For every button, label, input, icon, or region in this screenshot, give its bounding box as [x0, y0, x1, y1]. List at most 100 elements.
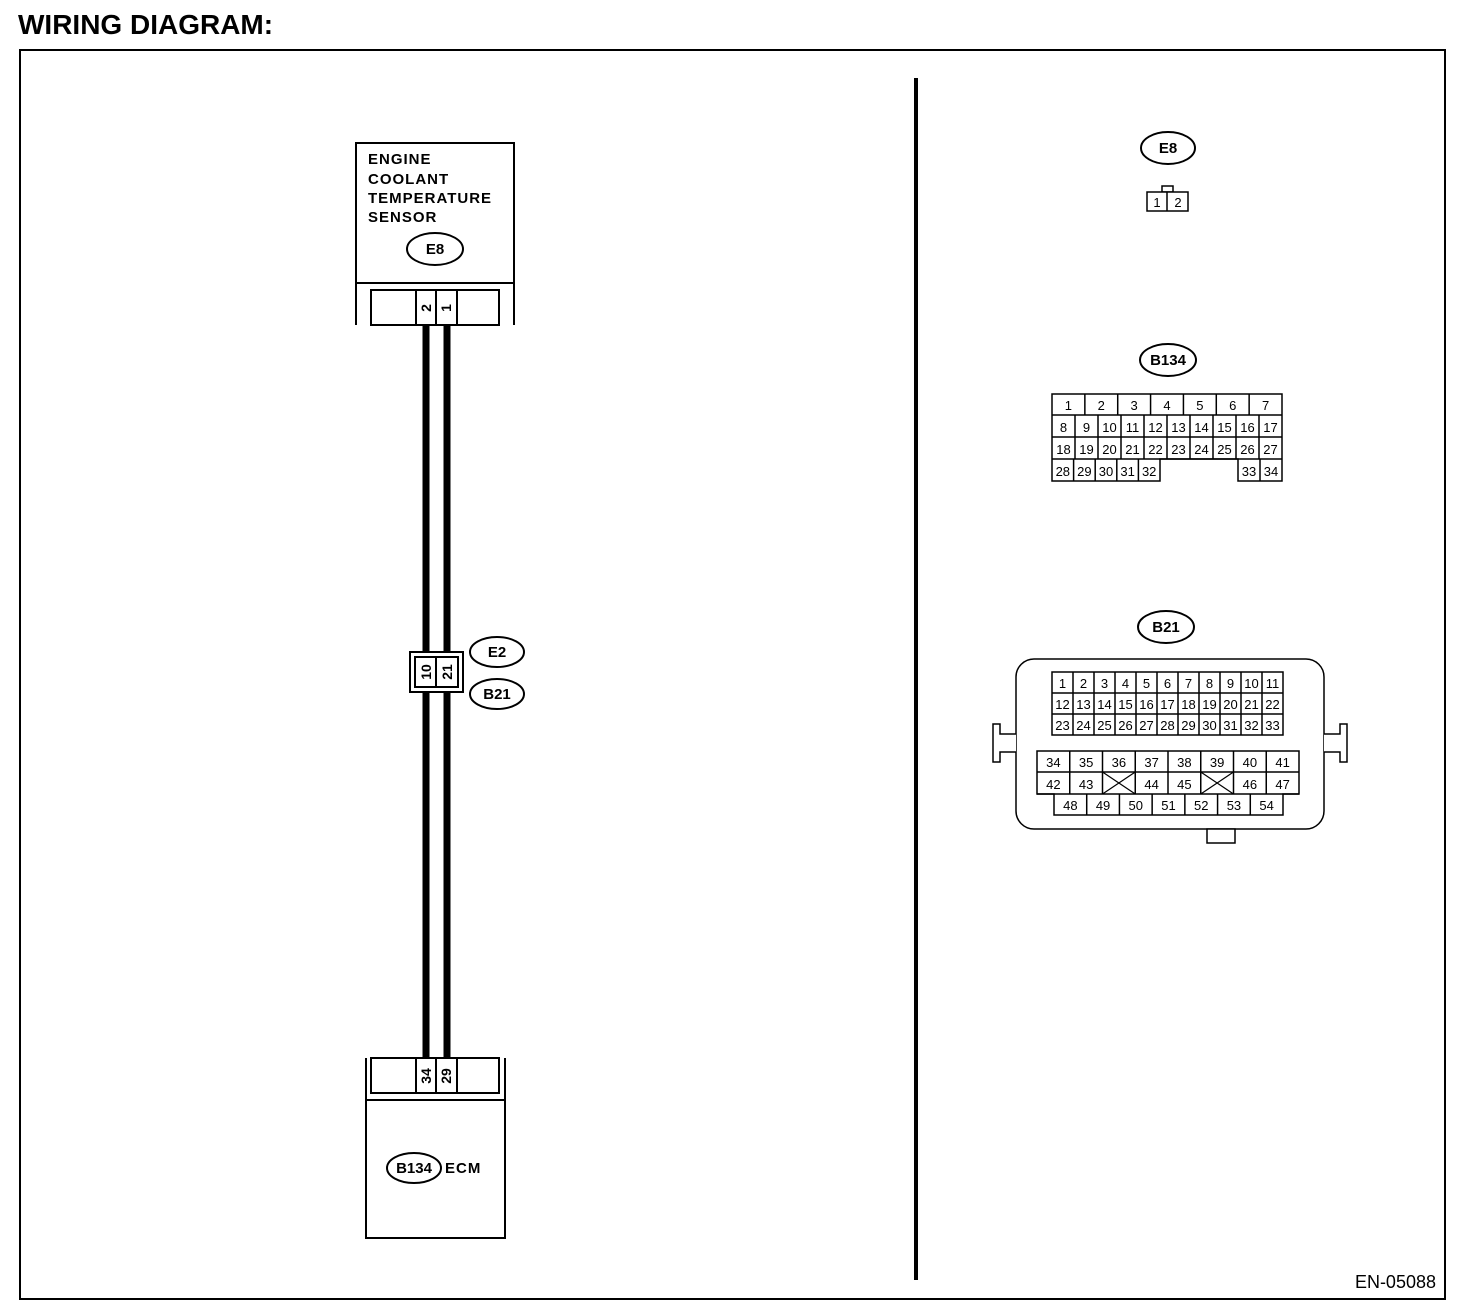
- page-title: WIRING DIAGRAM:: [18, 9, 273, 40]
- face-pin-label: 6: [1229, 398, 1236, 413]
- face-pin-label: 23: [1171, 442, 1185, 457]
- face-pin-label: 13: [1076, 697, 1090, 712]
- face-pin-label: 54: [1259, 798, 1273, 813]
- face-view-e8-badge: [1140, 131, 1196, 165]
- face-pin-label: 11: [1266, 676, 1280, 691]
- face-pin-label: 13: [1171, 420, 1185, 435]
- face-pin-label: 34: [1046, 755, 1060, 770]
- face-pin-label: 9: [1083, 420, 1090, 435]
- face-pin-label: 19: [1202, 697, 1216, 712]
- face-pin-label: 23: [1055, 718, 1069, 733]
- blank-cavity-mark: [1102, 771, 1136, 795]
- face-pin-label: 34: [1264, 464, 1278, 479]
- connector-badge-e8-label: E8: [426, 241, 444, 258]
- face-pin-label: 44: [1144, 777, 1158, 792]
- face-pin-label: 49: [1096, 798, 1110, 813]
- face-pin-label: 48: [1063, 798, 1077, 813]
- face-pin-label: 50: [1129, 798, 1143, 813]
- face-pin-label: 38: [1177, 755, 1191, 770]
- face-pin-label: 27: [1263, 442, 1277, 457]
- face-view-b134-badge: [1139, 343, 1197, 377]
- face-pin-label: 2: [1174, 195, 1181, 210]
- face-pin-label: 26: [1240, 442, 1254, 457]
- face-pin-label: 10: [1244, 676, 1258, 691]
- face-pin-label: 1: [1065, 398, 1072, 413]
- sensor-label-line-2: COOLANT: [368, 171, 449, 188]
- face-pin-label: 43: [1079, 777, 1093, 792]
- joint-pin-label: 21: [439, 664, 455, 680]
- face-pin-label: 15: [1118, 697, 1132, 712]
- face-pin-label: 45: [1177, 777, 1191, 792]
- face-pin-label: 14: [1194, 420, 1208, 435]
- face-pin-label: 24: [1076, 718, 1090, 733]
- sensor-label-line-4: SENSOR: [368, 209, 437, 226]
- face-pin-label: 26: [1118, 718, 1132, 733]
- face-pin-label: 30: [1202, 718, 1216, 733]
- ecm-module: 34 29 B134 ECM: [365, 1057, 506, 1239]
- connector-badge-e2-label: E2: [488, 644, 506, 661]
- face-view-e8: E8 1 2: [1140, 131, 1196, 212]
- face-pin-label: 31: [1120, 464, 1134, 479]
- face-pin-label: 33: [1242, 464, 1256, 479]
- face-pin-label: 5: [1143, 676, 1150, 691]
- face-pin-label: 10: [1102, 420, 1116, 435]
- connector-badge-e2: [469, 636, 525, 668]
- face-pin-label: 1: [1059, 676, 1066, 691]
- sensor-pin-label: 2: [418, 304, 434, 312]
- face-pin-label: 16: [1240, 420, 1254, 435]
- face-pin-label: 32: [1142, 464, 1156, 479]
- sensor-pin-label: 1: [438, 304, 454, 312]
- face-pin-label: 4: [1163, 398, 1170, 413]
- ecm-label: ECM: [445, 1160, 481, 1177]
- face-pin-label: 5: [1196, 398, 1203, 413]
- face-pin-label: 4: [1122, 676, 1129, 691]
- face-view-b21-badge: [1137, 610, 1195, 644]
- face-pin-label: 42: [1046, 777, 1060, 792]
- face-pin-label: 12: [1055, 697, 1069, 712]
- face-pin-label: 18: [1056, 442, 1070, 457]
- face-pin-label: 25: [1097, 718, 1111, 733]
- face-pin-label: 40: [1243, 755, 1257, 770]
- face-pin-label: 20: [1223, 697, 1237, 712]
- face-pin-label: 2: [1098, 398, 1105, 413]
- face-pin-label: 24: [1194, 442, 1208, 457]
- face-pin-label: 18: [1181, 697, 1195, 712]
- face-pin-label: 14: [1097, 697, 1111, 712]
- sensor-label-line-3: TEMPERATURE: [368, 190, 492, 207]
- face-pin-label: 1: [1153, 195, 1160, 210]
- face-pin-label: 9: [1227, 676, 1234, 691]
- face-pin-label: 29: [1181, 718, 1195, 733]
- face-pin-label: 22: [1148, 442, 1162, 457]
- face-pin-label: 19: [1079, 442, 1093, 457]
- joint-connector-e2-b21: 10 21 E2 B21: [409, 636, 525, 710]
- coolant-temperature-sensor: ENGINE COOLANT TEMPERATURE SENSOR E8 2 1: [355, 142, 515, 326]
- face-pin-label: 41: [1275, 755, 1289, 770]
- face-pin-label: 20: [1102, 442, 1116, 457]
- connector-badge-b134: [386, 1152, 442, 1184]
- face-pin-label: 17: [1263, 420, 1277, 435]
- face-pin-label: 7: [1185, 676, 1192, 691]
- face-pin-label: 3: [1131, 398, 1138, 413]
- face-pin-label: 25: [1217, 442, 1231, 457]
- face-pin-label: 32: [1244, 718, 1258, 733]
- figure-id: EN-05088: [1355, 1272, 1436, 1292]
- face-pin-label: 28: [1160, 718, 1174, 733]
- face-pin-label: 12: [1148, 420, 1162, 435]
- ecm-pin-label: 29: [438, 1068, 454, 1084]
- connector-badge-b21-label: B21: [483, 686, 511, 703]
- face-pin-label: 27: [1139, 718, 1153, 733]
- connector-badge-b21: [469, 678, 525, 710]
- face-view-e8-label: E8: [1159, 140, 1177, 157]
- face-pin-label: 35: [1079, 755, 1093, 770]
- face-pin-label: 31: [1223, 718, 1237, 733]
- face-pin-label: 15: [1217, 420, 1231, 435]
- face-pin-label: 21: [1125, 442, 1139, 457]
- blank-cavity-mark: [1200, 771, 1234, 795]
- face-pin-label: 7: [1262, 398, 1269, 413]
- connector-badge-e8: [406, 232, 464, 266]
- diagram-frame: [19, 49, 1446, 1300]
- face-pin-label: 53: [1227, 798, 1241, 813]
- joint-pin-label: 10: [418, 664, 434, 680]
